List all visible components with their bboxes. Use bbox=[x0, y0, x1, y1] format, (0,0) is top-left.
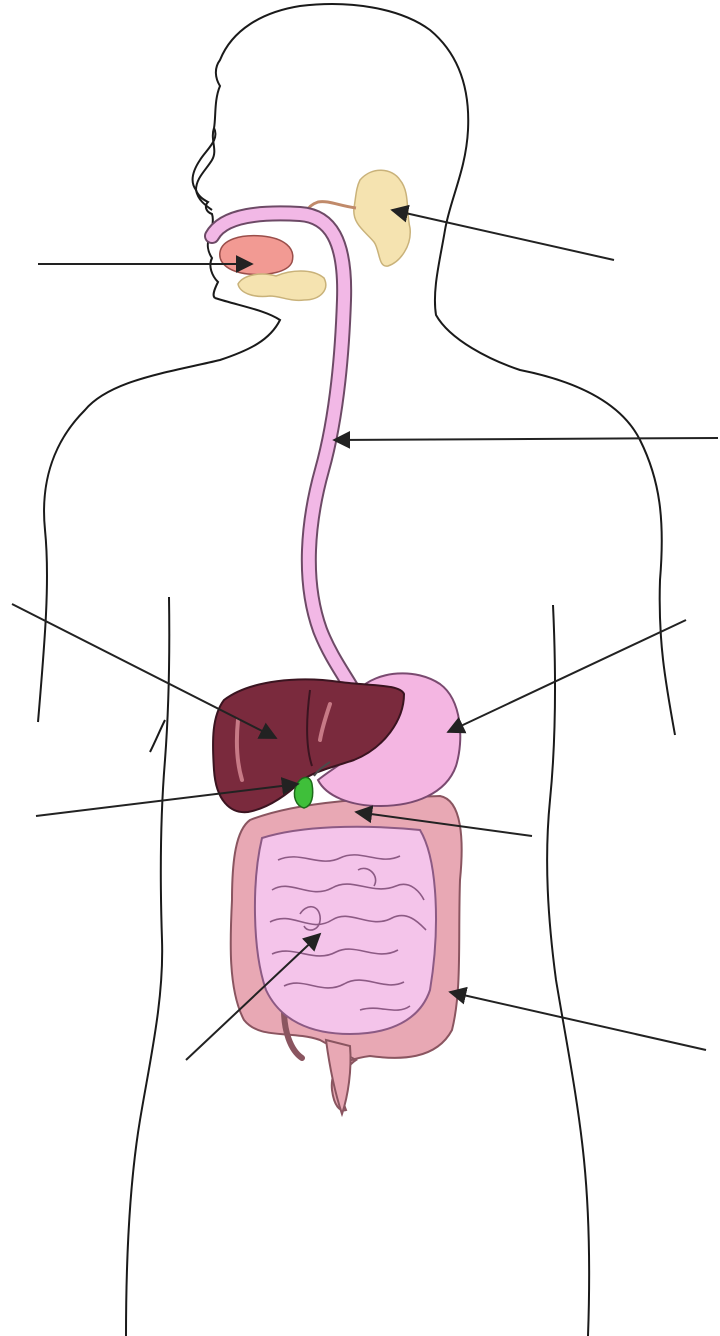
parotid-gland bbox=[354, 170, 410, 266]
pointer-stomach bbox=[448, 620, 686, 732]
torso-right-side bbox=[547, 605, 589, 1336]
pointer-liver bbox=[12, 604, 276, 738]
sublingual-glands bbox=[238, 271, 326, 300]
tongue bbox=[220, 236, 293, 275]
rectum bbox=[326, 1040, 351, 1114]
pointer-large-intestine bbox=[450, 992, 706, 1050]
body-outline bbox=[196, 4, 675, 735]
body-outline-left bbox=[38, 298, 280, 722]
pointer-esophagus bbox=[334, 438, 718, 440]
arm-left-inner bbox=[150, 720, 165, 752]
torso-left-side bbox=[126, 597, 169, 1336]
pointer-salivary-gland bbox=[392, 210, 614, 260]
